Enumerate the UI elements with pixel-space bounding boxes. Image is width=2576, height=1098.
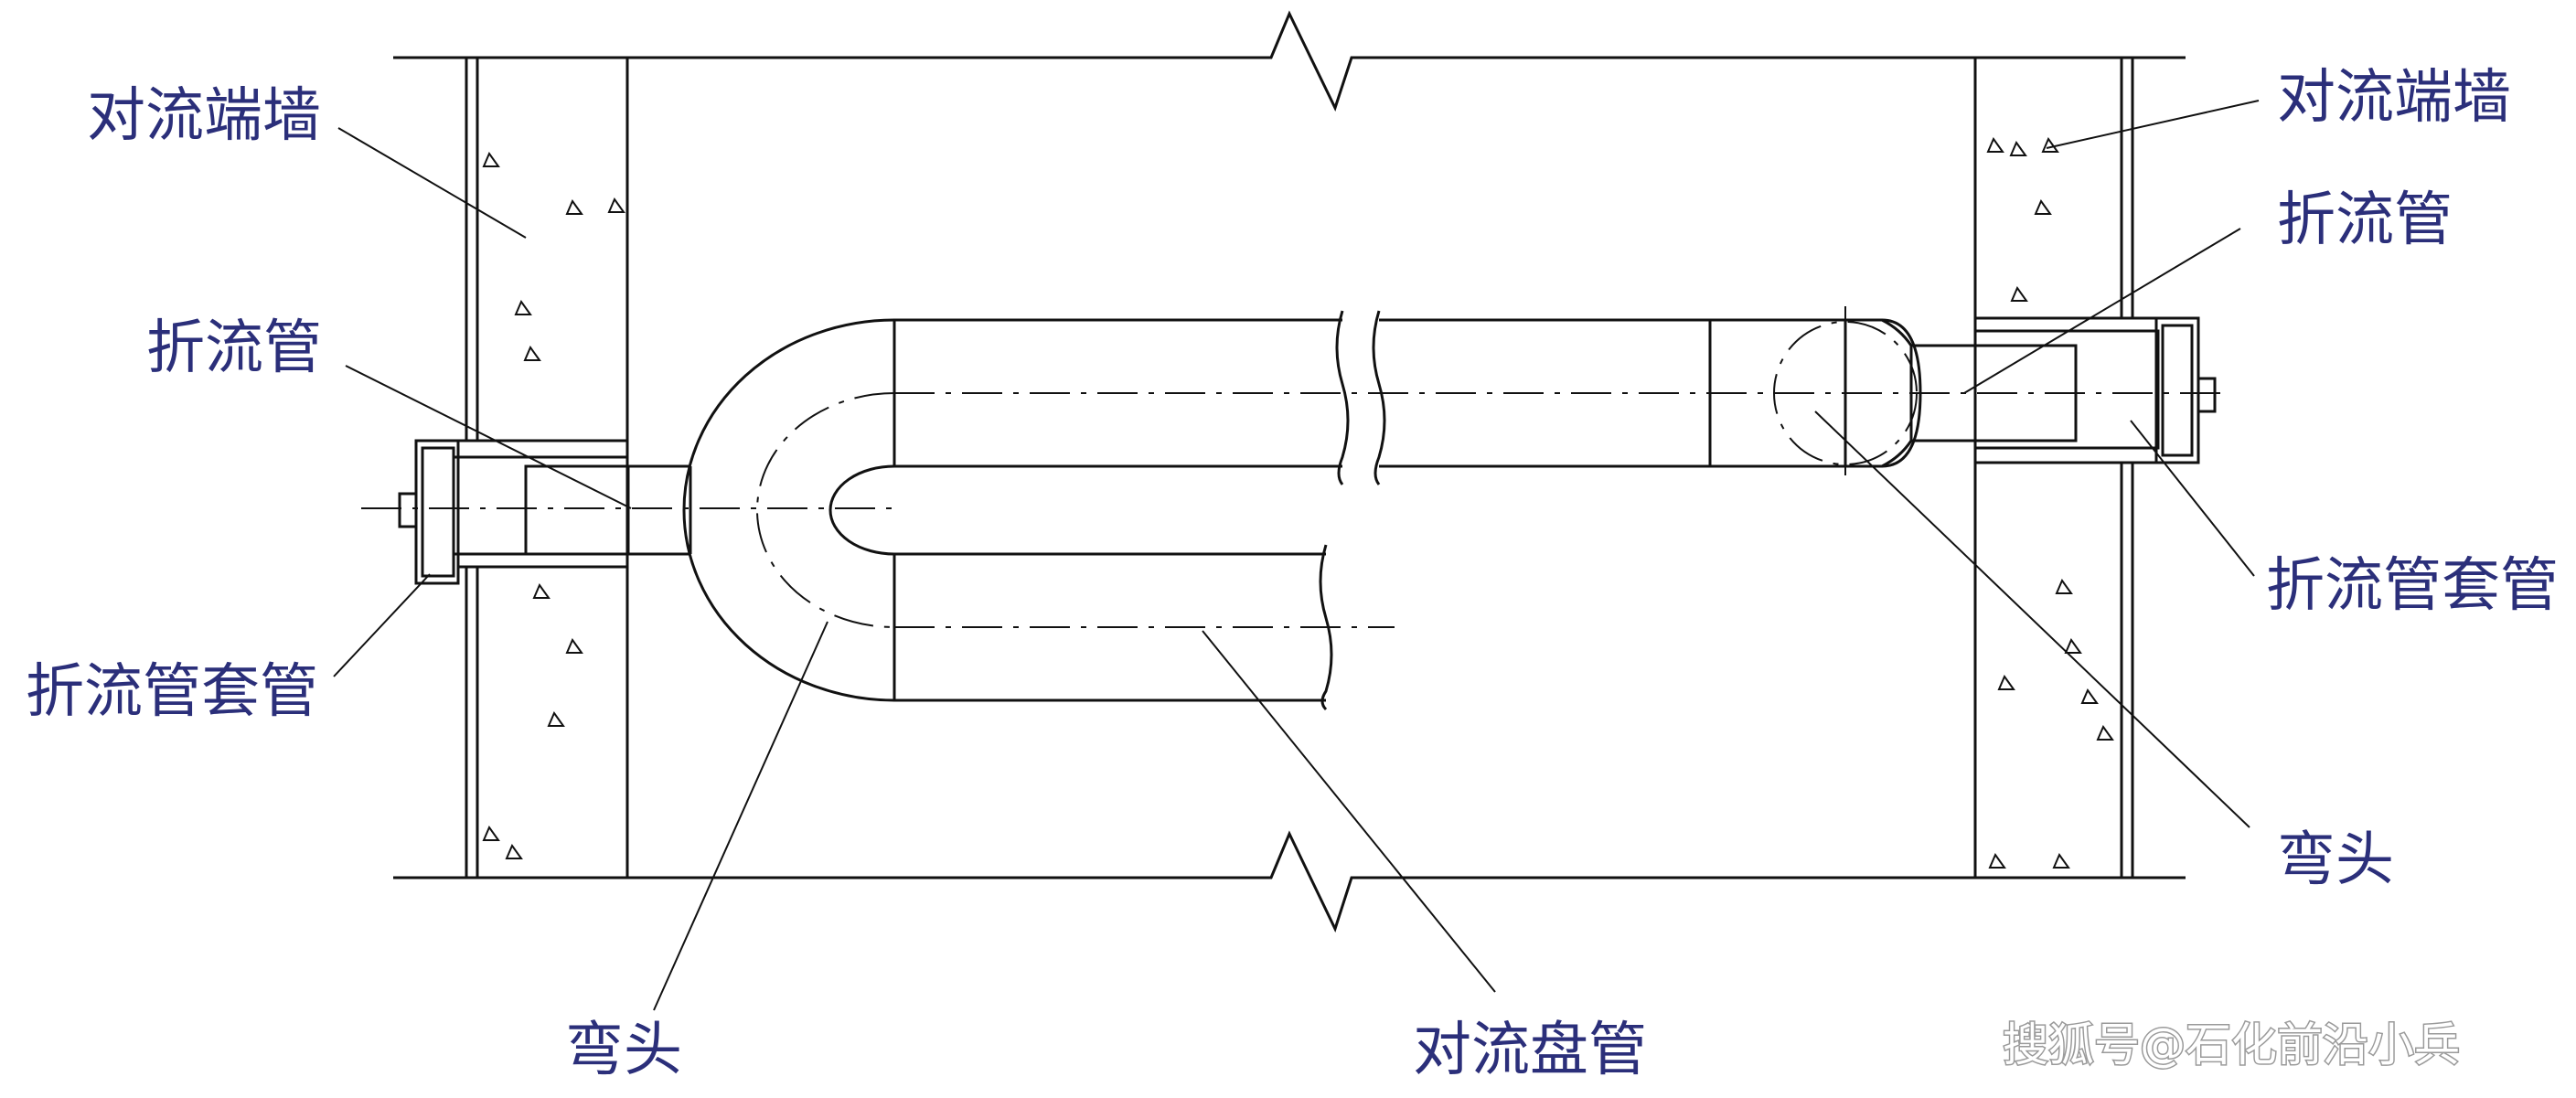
label-right-elbow: 弯头 bbox=[2277, 826, 2394, 894]
left-baffle-tube bbox=[524, 464, 690, 556]
bottom-break-line bbox=[393, 830, 2186, 933]
label-left-baffle-sleeve: 折流管套管 bbox=[26, 658, 318, 726]
label-right-end-wall: 对流端墙 bbox=[2277, 64, 2511, 132]
label-left-baffle-tube: 折流管 bbox=[146, 314, 322, 382]
label-right-baffle-tube: 折流管 bbox=[2277, 187, 2453, 254]
right-sleeve bbox=[1973, 316, 2217, 464]
left-sleeve bbox=[398, 439, 629, 585]
label-left-elbow: 弯头 bbox=[565, 1017, 682, 1084]
label-left-end-wall: 对流端墙 bbox=[87, 82, 321, 150]
label-convection-coil: 对流盘管 bbox=[1413, 1017, 1647, 1084]
top-break-line bbox=[393, 10, 2186, 112]
left-wall-concrete-marks bbox=[482, 151, 625, 859]
center-lines bbox=[361, 306, 2231, 628]
u-bend-elbow bbox=[682, 318, 895, 702]
watermark-text: 搜狐号@石化前沿小兵 bbox=[2003, 1018, 2460, 1071]
right-wall bbox=[1973, 58, 2134, 878]
right-wall-concrete-marks bbox=[1986, 136, 2114, 869]
label-right-baffle-sleeve: 折流管套管 bbox=[2266, 552, 2559, 620]
left-wall bbox=[465, 58, 629, 878]
coil-upper-tube bbox=[893, 310, 1845, 485]
leader-lines bbox=[333, 100, 2260, 1011]
